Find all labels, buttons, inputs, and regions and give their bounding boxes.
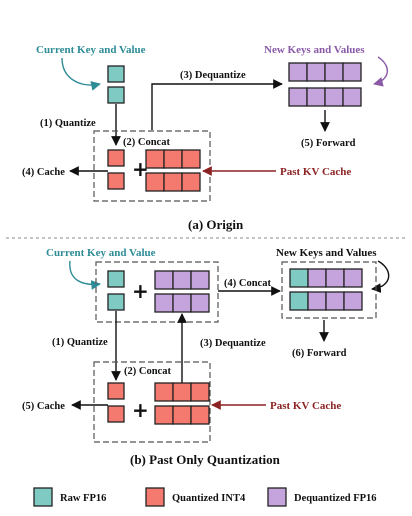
past-only-current-kv-cells: [107, 270, 125, 311]
origin-current-key-cell: [107, 65, 125, 83]
origin-new-kv-label: New Keys and Values: [264, 44, 365, 56]
origin-new-value-cell-1: [288, 87, 308, 107]
past-only-bottom-plus-sign: +: [132, 398, 149, 422]
past-only-top-plus-sign: +: [132, 279, 149, 303]
origin-dequantize-label: (3) Dequantize: [180, 70, 246, 81]
past-only-current-key-cell: [107, 270, 125, 288]
past-only-past-key-cell-2: [172, 382, 192, 402]
past-only-caption: (b) Past Only Quantization: [130, 452, 281, 467]
past-only-forward-label: (6) Forward: [292, 348, 347, 359]
past-only-current-kv-label: Current Key and Value: [46, 247, 156, 259]
past-only-new-kv-label: New Keys and Values: [276, 247, 377, 259]
past-only-new-kv-pointer: [371, 260, 390, 293]
legend-quantized-int4-label: Quantized INT4: [172, 493, 246, 504]
past-only-dequantized-cells: [154, 270, 210, 313]
origin-cache-label: (4) Cache: [22, 167, 65, 178]
origin-past-value-cell-1: [145, 172, 165, 192]
past-only-current-value-cell: [107, 293, 125, 311]
past-only-dequantize-label: (3) Dequantize: [200, 338, 266, 349]
origin-caption: (a) Origin: [188, 217, 244, 232]
past-only-new-kv-box: [281, 261, 377, 319]
past-only-concat-bottom-label: (2) Concat: [124, 366, 171, 377]
origin-new-value-cell-2: [306, 87, 326, 107]
legend-raw-fp16-label: Raw FP16: [60, 493, 106, 504]
past-only-dequantized-key-cell-1: [154, 270, 174, 290]
past-only-new-key-raw-cell: [289, 268, 309, 288]
origin-current-kv-cells: [107, 65, 125, 104]
past-only-past-value-cell-3: [190, 405, 210, 425]
origin-current-value-cell: [107, 86, 125, 104]
past-only-quantize-label: (1) Quantize: [52, 337, 108, 348]
past-only-quantized-value-cell: [107, 405, 125, 423]
origin-quantize-label: (1) Quantize: [40, 118, 96, 129]
past-only-current-kv-pointer: [69, 260, 101, 290]
past-only-dequantized-value-cell-1: [154, 293, 174, 313]
legend-dequantized-fp16-label: Dequantized FP16: [294, 493, 377, 504]
origin-new-key-cell-2: [306, 62, 326, 82]
origin-concat-box: [93, 130, 211, 202]
past-only-new-value-cell-3: [343, 291, 363, 311]
origin-current-kv-label: Current Key and Value: [36, 44, 146, 56]
past-only-new-value-raw-cell: [289, 291, 309, 311]
past-only-new-kv-cells: [289, 268, 363, 311]
past-only-new-key-cell-3: [343, 268, 363, 288]
origin-current-kv-pointer: [61, 57, 101, 91]
origin-past-value-cell-3: [181, 172, 201, 192]
past-only-quantized-key-cell: [107, 382, 125, 400]
past-only-new-value-cell-1: [307, 291, 327, 311]
past-only-dequantized-value-cell-3: [190, 293, 210, 313]
origin-past-kv-label: Past KV Cache: [280, 166, 351, 178]
origin-quantized-value-cell: [107, 172, 125, 190]
past-only-quantized-current-cells: [107, 382, 125, 423]
origin-concat-label: (2) Concat: [123, 137, 170, 148]
legend-raw-fp16-swatch: [33, 487, 53, 507]
origin-new-key-cell-1: [288, 62, 308, 82]
origin-past-value-cell-2: [163, 172, 183, 192]
past-only-past-kv-label: Past KV Cache: [270, 400, 341, 412]
origin-dequantize-arrow: [151, 79, 283, 130]
past-only-new-value-cell-2: [325, 291, 345, 311]
past-only-past-value-cell-1: [154, 405, 174, 425]
origin-new-kv-cells: [288, 62, 362, 107]
origin-panel: Current Key and Value New Keys and Value…: [22, 44, 388, 232]
origin-current-quantized-cells: [107, 149, 125, 190]
past-only-past-kv-cells: [154, 382, 210, 425]
origin-forward-label: (5) Forward: [301, 138, 356, 149]
origin-new-kv-pointer: [373, 56, 388, 87]
past-only-dequantized-key-cell-2: [172, 270, 192, 290]
origin-new-value-cell-4: [342, 87, 362, 107]
past-only-top-concat-box: [95, 261, 219, 323]
origin-new-key-cell-4: [342, 62, 362, 82]
past-only-new-key-cell-1: [307, 268, 327, 288]
past-only-past-key-cell-1: [154, 382, 174, 402]
past-only-panel: Current Key and Value + New Keys and Val…: [22, 247, 390, 467]
past-only-past-value-cell-2: [172, 405, 192, 425]
past-only-dequantized-value-cell-2: [172, 293, 192, 313]
origin-past-key-cell-2: [163, 149, 183, 169]
origin-quantized-key-cell: [107, 149, 125, 167]
legend-quantized-int4-swatch: [145, 487, 165, 507]
past-only-concat-top-label: (4) Concat: [224, 278, 271, 289]
legend-dequantized-fp16-swatch: [267, 487, 287, 507]
past-only-new-key-cell-2: [325, 268, 345, 288]
legend: Raw FP16 Quantized INT4 Dequantized FP16: [33, 487, 377, 507]
origin-new-key-cell-3: [324, 62, 344, 82]
origin-new-value-cell-3: [324, 87, 344, 107]
past-only-cache-label: (5) Cache: [22, 401, 65, 412]
past-only-past-key-cell-3: [190, 382, 210, 402]
origin-past-kv-cells: [145, 149, 201, 192]
origin-plus-sign: +: [132, 157, 149, 181]
origin-past-key-cell-1: [145, 149, 165, 169]
origin-past-key-cell-3: [181, 149, 201, 169]
past-only-bottom-concat-box: [93, 361, 211, 443]
past-only-dequantized-key-cell-3: [190, 270, 210, 290]
